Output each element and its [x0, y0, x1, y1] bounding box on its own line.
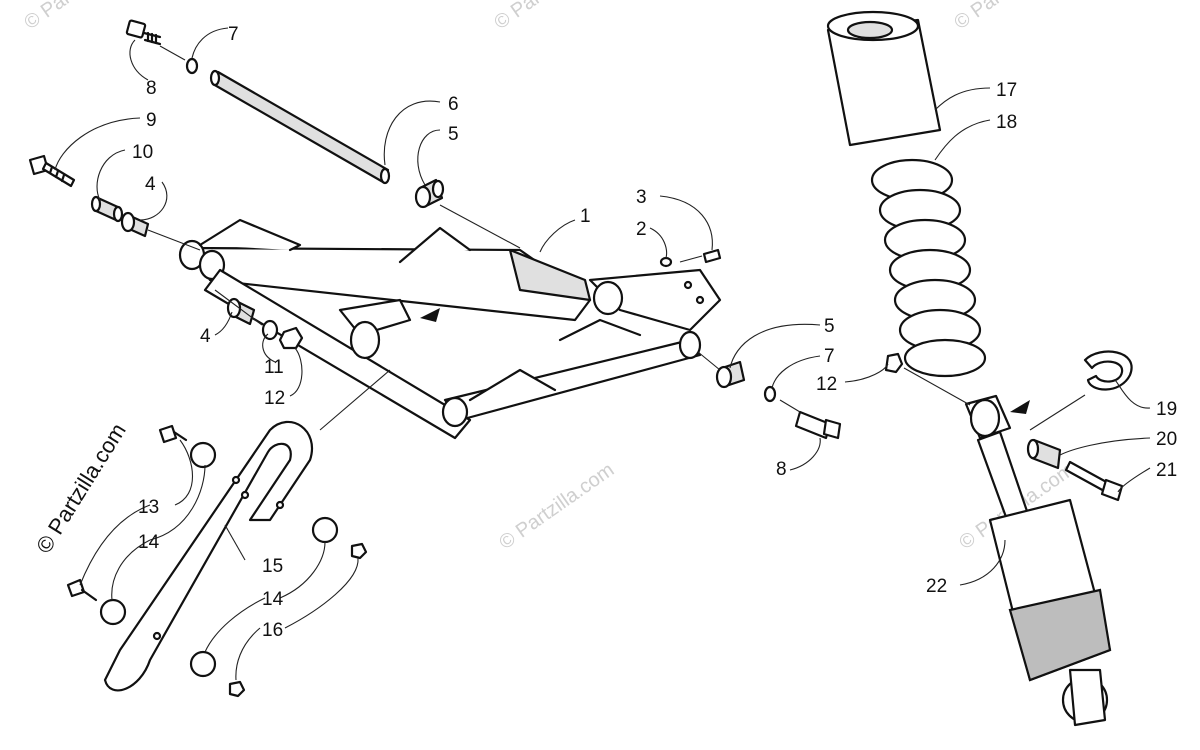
- part-13-bolt-upper: [158, 424, 188, 444]
- callout-12-left: 12: [264, 388, 285, 409]
- callout-21: 21: [1156, 460, 1177, 481]
- callout-9: 9: [146, 110, 157, 131]
- part-1-swing-arm: [178, 218, 722, 440]
- callout-6: 6: [448, 94, 459, 115]
- callout-4-upper: 4: [145, 174, 156, 195]
- part-3-grease-zerk: [702, 248, 722, 264]
- callout-10: 10: [132, 142, 153, 163]
- part-14-washer-a: [189, 441, 217, 469]
- callout-13: 13: [138, 497, 159, 518]
- callout-labels: 1 2 3 4 4 5 5 6 7 7 8 8 9 10 11 12 12 13…: [132, 24, 1177, 641]
- part-12-nut-left: [278, 326, 304, 350]
- part-8-bolt-right: [794, 410, 842, 440]
- part-8-top-bolt: [125, 19, 162, 46]
- part-13-bolt-lower: [66, 578, 98, 602]
- leader-lines: [54, 27, 1151, 681]
- callout-18: 18: [996, 112, 1017, 133]
- callout-5-right: 5: [824, 316, 835, 337]
- callout-1: 1: [580, 206, 591, 227]
- part-18-spring: [870, 158, 987, 378]
- direction-arrow-right: [1010, 400, 1030, 414]
- callout-4-lower: 4: [200, 326, 211, 347]
- part-5-bushing-top: [414, 178, 445, 209]
- part-19-clip: [1083, 350, 1133, 391]
- part-14-washer-d: [189, 650, 217, 678]
- callout-20: 20: [1156, 429, 1177, 450]
- part-7-washer-top: [185, 57, 199, 75]
- callout-8-right: 8: [776, 459, 787, 480]
- part-5-bushing-right: [715, 360, 746, 389]
- copyright-watermark: © Partzilla.com: [31, 419, 131, 558]
- part-9-bolt: [28, 154, 76, 188]
- callout-19: 19: [1156, 399, 1177, 420]
- callout-16: 16: [262, 620, 283, 641]
- part-4-bushing-upper: [120, 211, 150, 238]
- part-21-bolt: [1064, 460, 1124, 502]
- callout-12-right: 12: [816, 374, 837, 395]
- callout-17: 17: [996, 80, 1017, 101]
- part-20-sleeve: [1026, 438, 1062, 470]
- part-16-nut-lower: [228, 680, 246, 698]
- part-17-boot: [826, 10, 942, 147]
- part-14-washer-b: [311, 516, 339, 544]
- watermark-top-right: © Partzilla.com: [950, 0, 1073, 34]
- callout-11: 11: [264, 357, 284, 378]
- part-15-limiter-strap: [103, 420, 313, 692]
- watermark-top-left: © Partzilla.com: [20, 0, 143, 34]
- part-12-nut-right: [884, 352, 904, 374]
- part-16-nut-upper: [350, 542, 368, 560]
- callout-22: 22: [926, 576, 947, 597]
- watermark-top-center: © Partzilla.com: [490, 0, 613, 34]
- part-7-washer-right: [763, 385, 777, 403]
- callout-3: 3: [636, 187, 647, 208]
- watermark-center: © Partzilla.com: [495, 459, 618, 554]
- callout-5-top: 5: [448, 124, 459, 145]
- callout-8-top: 8: [146, 78, 157, 99]
- part-14-washer-c: [99, 598, 127, 626]
- part-2-fitting: [659, 256, 673, 268]
- callout-7-top: 7: [228, 24, 239, 45]
- part-11-washer: [261, 319, 279, 341]
- callout-2: 2: [636, 219, 647, 240]
- callout-15: 15: [262, 556, 283, 577]
- callout-14-left: 14: [138, 532, 160, 553]
- part-22-shock-absorber: [964, 394, 1112, 727]
- callout-14-right: 14: [262, 589, 284, 610]
- callout-7-right: 7: [824, 346, 835, 367]
- part-10-sleeve: [90, 195, 124, 223]
- part-6-shaft: [209, 69, 391, 185]
- direction-arrow-left: [420, 308, 440, 322]
